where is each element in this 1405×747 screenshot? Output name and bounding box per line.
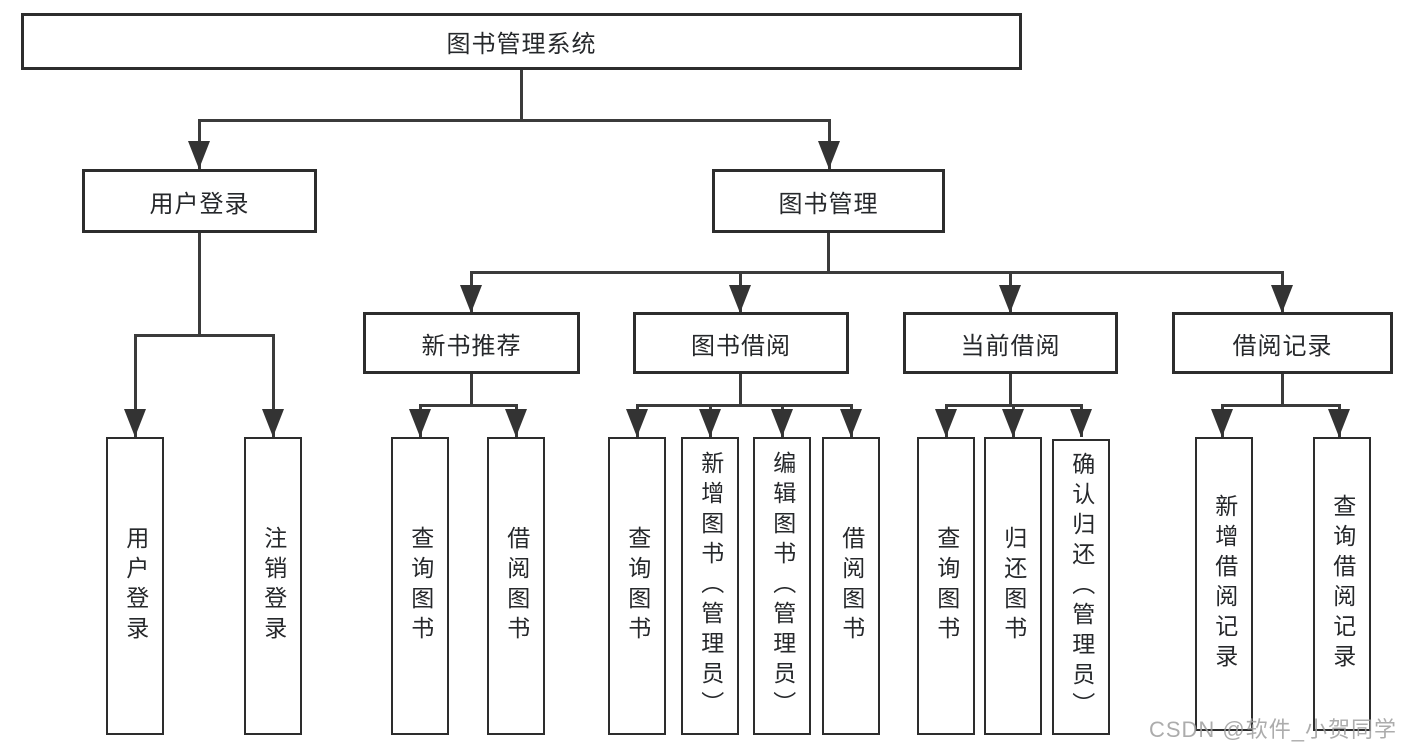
arrow-down-icon xyxy=(124,409,146,437)
node-book-mgmt: 图书管理 xyxy=(712,169,945,233)
connector-book-mgmt-stub xyxy=(827,233,830,274)
leaf-add-borrow-record: 新增借阅记录 xyxy=(1195,437,1253,731)
leaf-borrow-books-recommend-label: 借阅图书 xyxy=(503,526,530,646)
watermark-text: CSDN @软件_小贺同学 xyxy=(1148,717,1397,742)
leaf-add-books-admin: 新增图书（管理员） xyxy=(681,437,739,735)
leaf-query-books-recommend-label: 查询图书 xyxy=(407,526,434,646)
leaf-logout-label: 注销登录 xyxy=(260,526,287,646)
arrow-down-icon xyxy=(1070,409,1092,437)
arrow-down-icon xyxy=(1002,409,1024,437)
arrow-down-icon xyxy=(262,409,284,437)
node-borrow-records-label: 借阅记录 xyxy=(1232,332,1333,360)
connector-user-login-stub xyxy=(198,233,201,337)
node-book-borrow-label: 图书借阅 xyxy=(691,332,791,360)
arrow-down-icon xyxy=(818,141,840,169)
node-user-login: 用户登录 xyxy=(82,169,317,233)
node-book-borrow: 图书借阅 xyxy=(633,312,849,374)
arrow-down-icon xyxy=(699,409,721,437)
arrow-down-icon xyxy=(1211,409,1233,437)
leaf-edit-books-admin: 编辑图书（管理员） xyxy=(753,437,811,735)
arrow-down-icon xyxy=(840,409,862,437)
arrow-down-icon xyxy=(729,285,751,313)
node-book-mgmt-label: 图书管理 xyxy=(778,190,879,218)
leaf-edit-books-admin-label: 编辑图书（管理员） xyxy=(769,451,796,721)
connector-user-login-hline xyxy=(134,334,274,337)
arrow-down-icon xyxy=(460,285,482,313)
leaf-add-borrow-record-label: 新增借阅记录 xyxy=(1211,494,1238,674)
arrow-down-icon xyxy=(999,285,1021,313)
leaf-query-books-current-label: 查询图书 xyxy=(933,526,960,646)
leaf-return-books: 归还图书 xyxy=(984,437,1042,735)
connector-g3-stub xyxy=(1009,374,1012,407)
arrow-down-icon xyxy=(409,409,431,437)
leaf-user-login: 用户登录 xyxy=(106,437,164,735)
connector-to-leaf-logout xyxy=(272,334,275,437)
node-root: 图书管理系统 xyxy=(21,13,1022,70)
leaf-borrow-books-label: 借阅图书 xyxy=(838,526,865,646)
leaf-user-login-label: 用户登录 xyxy=(122,526,149,646)
leaf-return-books-label: 归还图书 xyxy=(1000,526,1027,646)
connector-root-stub xyxy=(520,70,523,121)
arrow-down-icon xyxy=(1328,409,1350,437)
connector-g4-hline xyxy=(1221,404,1340,407)
leaf-confirm-return-admin: 确认归还（管理员） xyxy=(1052,439,1110,735)
leaf-borrow-books-recommend: 借阅图书 xyxy=(487,437,545,735)
leaf-logout: 注销登录 xyxy=(244,437,302,735)
node-new-book-recommend: 新书推荐 xyxy=(363,312,580,374)
connector-root-hline xyxy=(198,119,831,122)
arrow-down-icon xyxy=(188,141,210,169)
connector-book-mgmt-hline xyxy=(470,271,1283,274)
leaf-query-books-current: 查询图书 xyxy=(917,437,975,735)
connector-g1-stub xyxy=(470,374,473,407)
node-root-label: 图书管理系统 xyxy=(446,31,597,58)
node-current-borrow-label: 当前借阅 xyxy=(960,332,1061,360)
leaf-borrow-books: 借阅图书 xyxy=(822,437,880,735)
node-borrow-records: 借阅记录 xyxy=(1172,312,1393,374)
leaf-add-books-admin-label: 新增图书（管理员） xyxy=(697,451,724,721)
leaf-query-books-borrow: 查询图书 xyxy=(608,437,666,735)
arrow-down-icon xyxy=(626,409,648,437)
connector-g2-hline xyxy=(636,404,851,407)
leaf-confirm-return-admin-label: 确认归还（管理员） xyxy=(1068,452,1095,722)
leaf-query-books-recommend: 查询图书 xyxy=(391,437,449,735)
arrow-down-icon xyxy=(771,409,793,437)
leaf-query-borrow-record-label: 查询借阅记录 xyxy=(1329,494,1356,674)
node-user-login-label: 用户登录 xyxy=(149,190,250,218)
node-new-book-recommend-label: 新书推荐 xyxy=(421,332,522,360)
connector-to-leaf-login xyxy=(134,334,137,437)
connector-g4-stub xyxy=(1281,374,1284,407)
node-current-borrow: 当前借阅 xyxy=(903,312,1118,374)
connector-g1-hline xyxy=(419,404,518,407)
leaf-query-books-borrow-label: 查询图书 xyxy=(624,526,651,646)
arrow-down-icon xyxy=(505,409,527,437)
arrow-down-icon xyxy=(935,409,957,437)
arrow-down-icon xyxy=(1271,285,1293,313)
connector-g2-stub xyxy=(739,374,742,407)
leaf-query-borrow-record: 查询借阅记录 xyxy=(1313,437,1371,731)
